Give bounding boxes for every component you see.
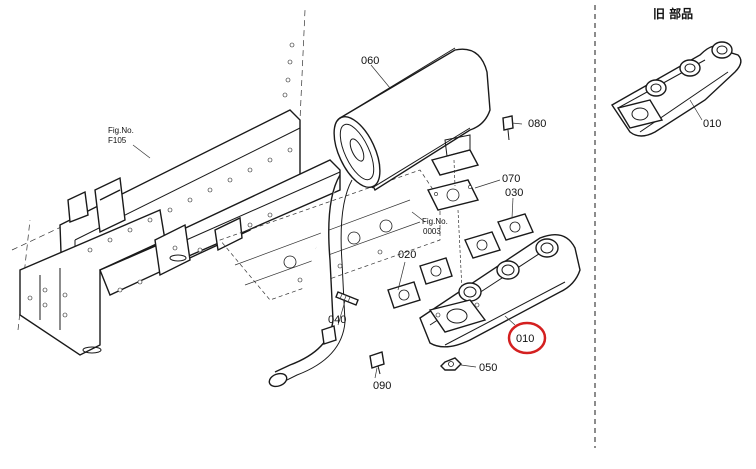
highlight-circle [507,321,547,355]
label-060: 060 [361,55,379,67]
frame-ref-top: Fig.No. [108,126,134,135]
label-040: 040 [328,314,346,326]
gasket-left [387,257,453,309]
engine-ref-bottom: 0003 [423,227,441,236]
label-090: 090 [373,380,391,392]
old-part-title: 旧 部品 [653,6,693,21]
frame-rivets [27,42,295,318]
leader-lines [132,64,523,379]
exhaust-manifold [419,234,581,348]
stud [335,291,359,306]
label-080: 080 [528,118,546,130]
bolt [502,115,514,141]
old-part-label: 010 [703,118,721,130]
frame-ref-bottom: F105 [108,136,127,145]
muffler [333,47,491,192]
label-030: 030 [505,187,523,199]
old-part-panel: 旧 部品 010 [611,6,742,137]
nut [440,357,462,371]
label-050: 050 [479,362,497,374]
chassis-frame [11,9,341,356]
label-020: 020 [398,249,416,261]
bracket-bolt [369,351,385,375]
gasket-right [464,213,534,259]
tail-pipe [268,174,353,388]
engine-ref-top: Fig.No. [422,217,448,226]
part-labels: Fig.No. F105 Fig.No. 0003 060 080 070 03… [108,55,546,392]
label-070: 070 [502,173,520,185]
flange-gasket [426,159,480,291]
label-010: 010 [516,333,534,345]
